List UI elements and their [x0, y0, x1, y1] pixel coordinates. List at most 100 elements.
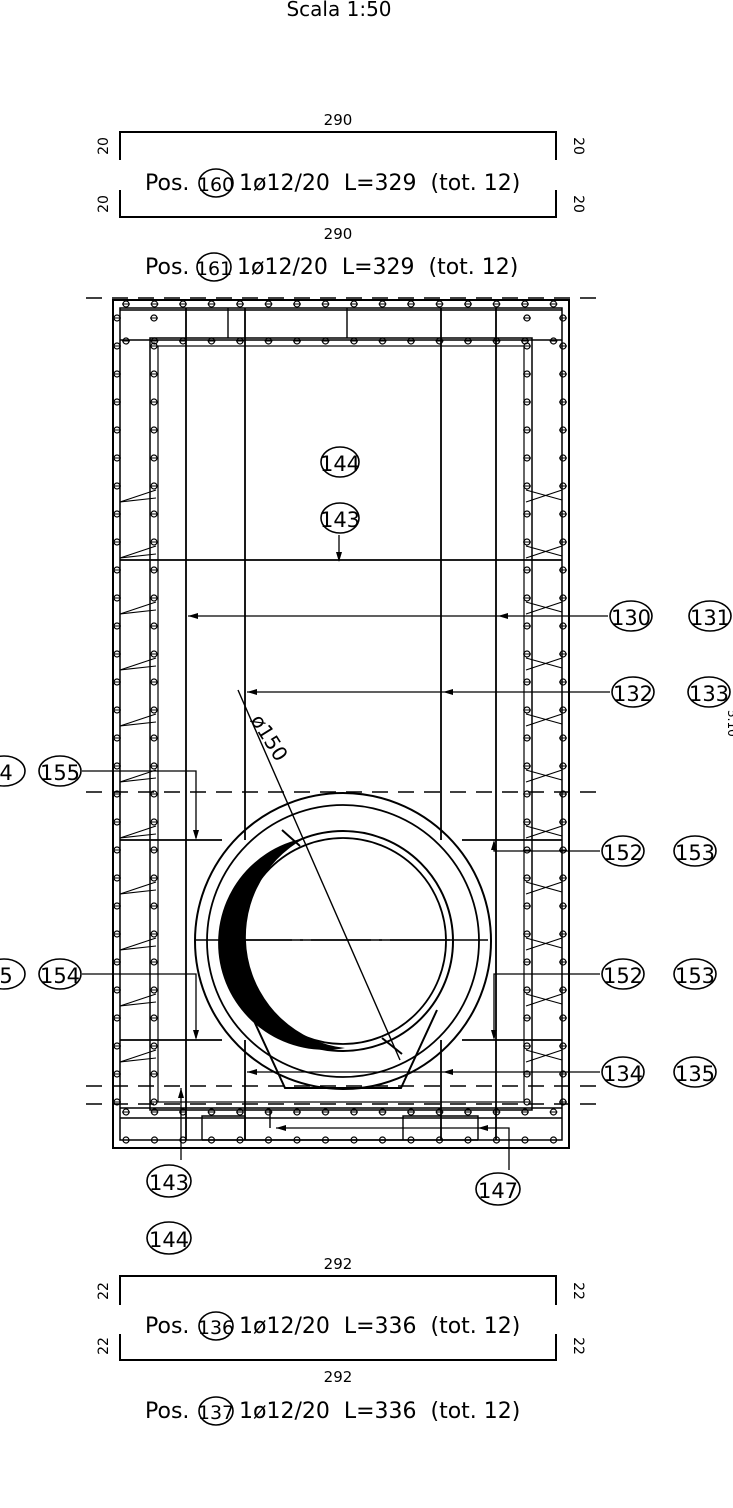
- mark-147: 147: [478, 1179, 518, 1203]
- stirrup-tick: [119, 713, 157, 727]
- pos-prefix: Pos.: [145, 171, 189, 196]
- mark-131: 131: [690, 606, 730, 630]
- stirrup-tick: [525, 1049, 563, 1063]
- stirrup-tick: [119, 545, 157, 559]
- pipe: ø150: [194, 689, 492, 1090]
- stirrup-tick: [525, 601, 563, 613]
- mark-154: 154: [40, 964, 80, 988]
- rebar-dots: [113, 300, 567, 1144]
- position-number: 160: [198, 174, 234, 196]
- stirrup-tick: [525, 657, 563, 669]
- mark-143: 143: [149, 1171, 189, 1195]
- edge-text: 5.10: [725, 710, 733, 737]
- stirrup-tick: [119, 489, 157, 503]
- stirrup-tick: [119, 993, 157, 1007]
- mark-133: 133: [689, 682, 729, 706]
- stirrup-tick: [525, 881, 563, 895]
- bar-length-top: 292: [324, 1255, 353, 1273]
- mark-155: 155: [40, 761, 80, 785]
- bar-spec: 1ø12/20 L=336 (tot. 12): [239, 1399, 520, 1424]
- stirrup-tick: [119, 601, 157, 615]
- stirrup-tick: [119, 777, 157, 783]
- stirrup-tick: [119, 721, 157, 727]
- stirrup-tick: [525, 601, 563, 615]
- bar-spec: 1ø12/20 L=336 (tot. 12): [239, 1314, 520, 1339]
- mark-132: 132: [613, 682, 653, 706]
- stirrup-ticks: [119, 489, 563, 1063]
- hook-length: 20: [96, 137, 112, 155]
- stirrup-tick: [525, 769, 563, 783]
- stirrup-tick: [525, 545, 563, 559]
- stirrup-tick: [525, 657, 563, 671]
- position-marks: 144 143 130 131 132 133 4 155 152 153 5 …: [0, 446, 732, 1255]
- hook-length: 22: [570, 1337, 586, 1355]
- stirrup-tick: [119, 609, 157, 615]
- bar-length-bottom: 292: [324, 1368, 353, 1386]
- position-bubble: [198, 1396, 234, 1426]
- stirrup-tick: [119, 937, 157, 951]
- stirrup-tick: [119, 881, 157, 895]
- stirrup-tick: [119, 945, 157, 951]
- stirrup-tick: [119, 553, 157, 559]
- position-bubble: [198, 1311, 234, 1341]
- section-outline: [86, 297, 600, 1149]
- bar-length-top: 290: [324, 111, 353, 129]
- stirrup-tick: [525, 993, 563, 1005]
- stirrup-tick: [525, 713, 563, 725]
- stirrup-tick: [119, 657, 157, 671]
- bar-length-bottom: 290: [324, 225, 353, 243]
- stirrup-tick: [525, 825, 563, 839]
- mark-152: 152: [603, 964, 643, 988]
- stirrup-tick: [119, 1001, 157, 1007]
- position-number: 161: [196, 258, 232, 280]
- stirrup-tick: [525, 769, 563, 781]
- stirrup-tick: [119, 665, 157, 671]
- pos-prefix: Pos.: [145, 1399, 189, 1424]
- mark-144: 144: [149, 1228, 189, 1252]
- stirrup-tick: [525, 489, 563, 503]
- position-number: 137: [198, 1402, 234, 1424]
- stirrup-tick: [525, 713, 563, 727]
- mark-152: 152: [603, 841, 643, 865]
- stirrup-tick: [525, 937, 563, 949]
- hook-length: 22: [96, 1337, 112, 1355]
- stirrup-tick: [525, 937, 563, 951]
- position-bubble: [196, 252, 232, 282]
- mark-154-cropped: 4: [0, 761, 13, 785]
- mark-143: 143: [320, 508, 360, 532]
- mark-130: 130: [611, 606, 651, 630]
- stirrup-tick: [525, 993, 563, 1007]
- mark-134: 134: [603, 1062, 643, 1086]
- mark-155-cropped: 5: [0, 964, 13, 988]
- stirrup-tick: [119, 833, 157, 839]
- pos-prefix: Pos.: [145, 1314, 189, 1339]
- bar-spec: 1ø12/20 L=329 (tot. 12): [239, 171, 520, 196]
- stirrup-tick: [119, 497, 157, 503]
- stirrup-tick: [525, 825, 563, 837]
- bar-schedule-top: 290 290 20 20 20 20 Pos. 160 1ø12/20 L=3…: [96, 111, 586, 282]
- stirrup-tick: [525, 1049, 563, 1061]
- stirrup-tick: [119, 1049, 157, 1063]
- stirrup-tick: [525, 881, 563, 893]
- bar-spec: 1ø12/20 L=329 (tot. 12): [237, 255, 518, 280]
- stirrup-tick: [525, 545, 563, 557]
- mark-135: 135: [675, 1062, 715, 1086]
- position-bubble: [198, 168, 234, 198]
- hook-length: 20: [96, 195, 112, 213]
- stirrup-tick: [525, 489, 563, 501]
- leader-lines: [82, 535, 610, 1170]
- stirrup-tick: [119, 825, 157, 839]
- hook-length: 20: [570, 195, 586, 213]
- hook-length: 22: [96, 1282, 112, 1300]
- mark-153: 153: [675, 964, 715, 988]
- stirrup-tick: [119, 889, 157, 895]
- mark-144: 144: [320, 452, 360, 476]
- mark-153: 153: [675, 841, 715, 865]
- stirrup-tick: [119, 1057, 157, 1063]
- bar-schedule-bottom: 292 292 22 22 22 22 Pos. 136 1ø12/20 L=3…: [96, 1255, 586, 1426]
- hook-length: 20: [570, 137, 586, 155]
- pipe-diameter-label: ø150: [246, 710, 293, 765]
- scale-title: Scala 1:50: [286, 0, 391, 21]
- hook-length: 22: [570, 1282, 586, 1300]
